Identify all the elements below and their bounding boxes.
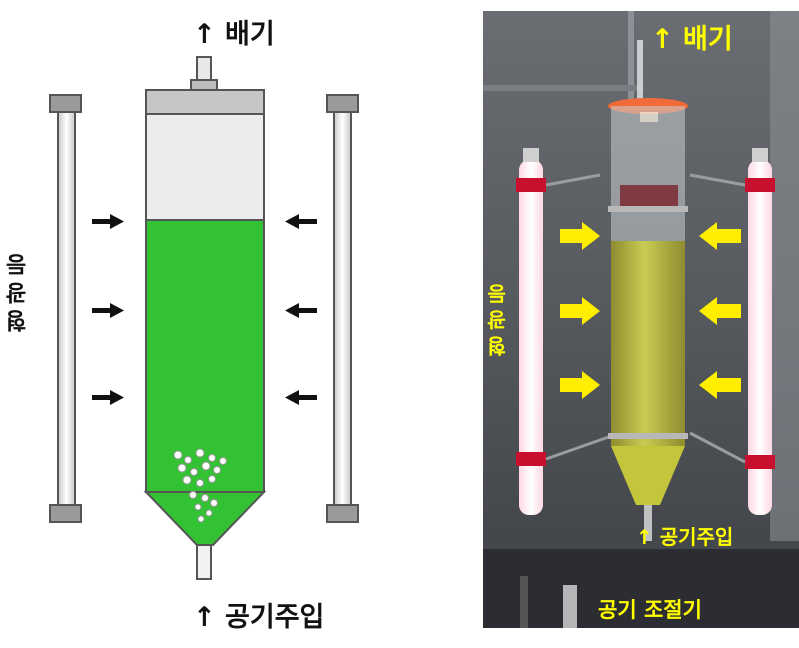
yellow-arrow-right-icon (560, 371, 600, 399)
yellow-arrow-right-icon (560, 297, 600, 325)
photobioreactor (143, 56, 267, 580)
photo-fluorescent-lamp-label: 형광등 (486, 278, 510, 356)
reactor-headspace (145, 113, 265, 221)
right-fluorescent-lamp (326, 94, 359, 523)
fluorescent-lamp-label: 형광등 (6, 248, 31, 332)
reactor-cone (143, 491, 267, 546)
reactor-lid (145, 89, 265, 115)
arrow-left-icon (285, 214, 317, 229)
photo-right-lamp (689, 148, 775, 515)
air-bubbles (173, 448, 227, 523)
yellow-arrow-right-icon (560, 222, 600, 250)
left-fluorescent-lamp (49, 94, 82, 523)
photo-air-injection-label: ↑ 공기주입 (636, 525, 734, 549)
air-inlet-pipe (196, 544, 212, 580)
reactor-photo (483, 11, 799, 628)
air-injection-label: ↑ 공기주입 (193, 602, 325, 633)
photo-light-arrows-left (560, 222, 600, 399)
arrow-right-icon (92, 303, 124, 318)
light-arrows-left (92, 214, 124, 405)
exhaust-pipe (196, 56, 212, 83)
arrow-right-icon (92, 214, 124, 229)
photo-reactor-column (608, 40, 688, 541)
photo-light-arrows-right (699, 222, 741, 399)
photo-culture (611, 241, 685, 446)
air-regulator-label: 공기 조절기 (598, 598, 702, 622)
photo-left-lamp (516, 148, 621, 515)
air-regulator-panel (483, 541, 799, 628)
yellow-arrow-left-icon (699, 371, 741, 399)
photo-exhaust-label: ↑ 배기 (651, 24, 733, 55)
yellow-arrow-left-icon (699, 297, 741, 325)
yellow-arrow-left-icon (699, 222, 741, 250)
arrow-right-icon (92, 390, 124, 405)
exhaust-label: ↑ 배기 (193, 19, 275, 50)
schematic-diagram (49, 56, 359, 580)
microalgae-culture (145, 219, 265, 493)
arrow-left-icon (285, 390, 317, 405)
light-arrows-right (285, 214, 317, 405)
arrow-left-icon (285, 303, 317, 318)
